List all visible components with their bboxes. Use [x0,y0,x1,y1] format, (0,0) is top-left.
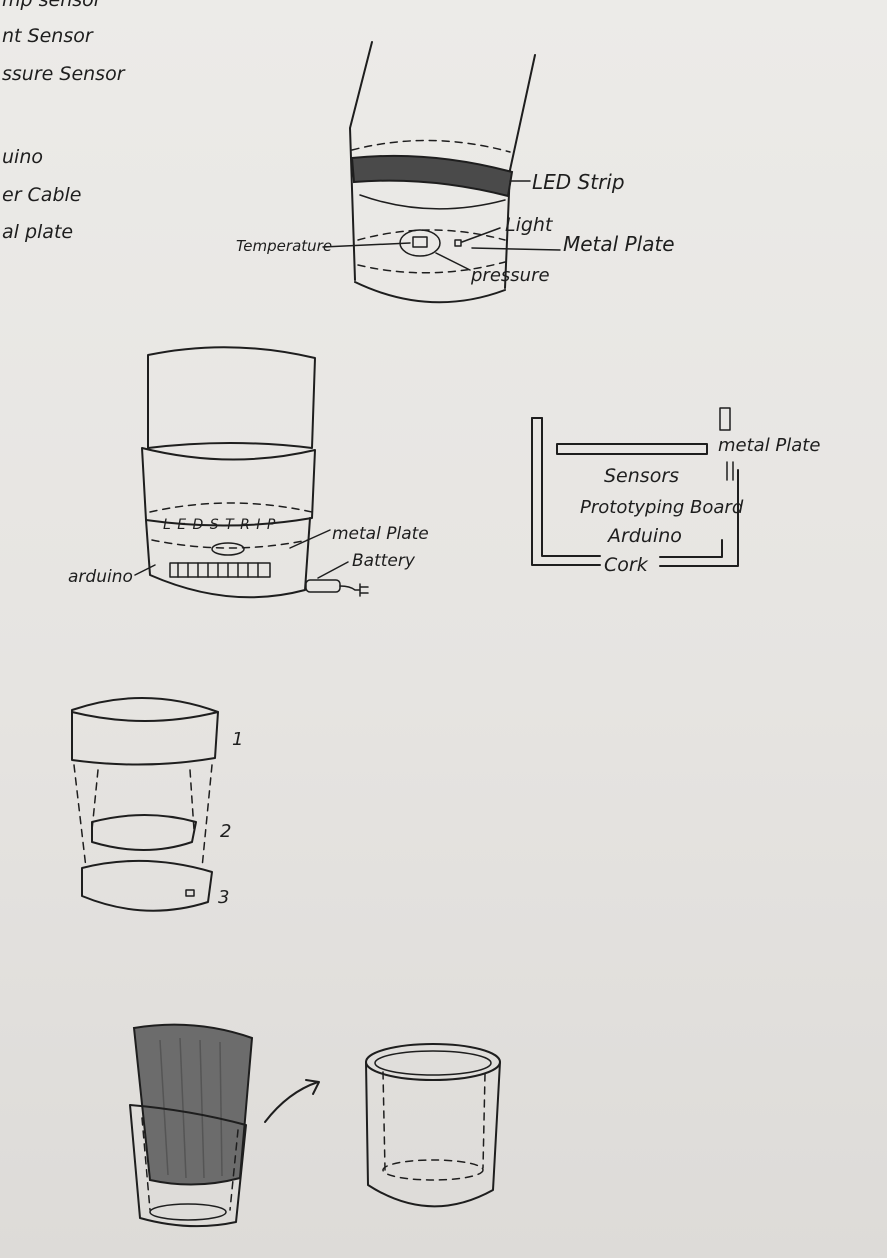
battery-icon [305,579,341,593]
cup-inner-curve [359,194,506,210]
sleeve-metal-leader [289,529,331,549]
part-3-base [81,859,213,912]
margin-item-1: mp sensor [2,0,103,11]
label-prototyping-board: Prototyping Board [580,497,744,518]
label-led-strip: LED Strip [532,170,625,194]
metal-plate-marks [726,461,734,481]
cup-left-wall [349,41,373,281]
cork-outer-right [659,469,739,567]
cross-section-sketch: metal Plate Sensors Prototyping Board Ar… [531,407,820,576]
temperature-leader [322,242,411,248]
metal-plate-leader [471,247,561,251]
label-pressure: pressure [470,265,550,286]
label-battery: Battery [352,551,416,571]
shading-strokes [159,1037,223,1179]
margin-item-4: uino [2,146,43,168]
guide-right [201,764,213,869]
arduino-board [169,562,271,578]
sleeve-inner-base [382,1159,484,1181]
sleeve-body [365,1061,501,1208]
glass-sleeve [129,1104,247,1228]
margin-item-3: ssure Sensor [2,63,126,85]
part-number-3: 3 [218,887,229,908]
guide-left [73,764,87,869]
label-sensors: Sensors [604,465,679,487]
exploded-view-sketch: 1 2 3 [71,697,243,912]
cork-outer-left [531,417,601,566]
sleeve-body-dashed [382,1071,486,1171]
part-1-top [71,697,219,766]
guide-inner [91,769,195,831]
part-number-2: 2 [220,821,231,842]
part-1-rim [71,711,219,722]
part-number-1: 1 [232,729,243,750]
label-cs-arduino: Arduino [606,525,682,547]
cup-sensor-sketch: LED Strip Light Metal Plate Temperature … [236,41,675,304]
sleeve-base [145,517,311,599]
label-temperature: Temperature [236,237,332,255]
arrow-line [264,1081,319,1123]
cup-into-sleeve-sketch [129,1023,501,1228]
shaded-cup [132,1023,254,1186]
base-dashed-bottom [357,261,506,274]
label-metal-plate: Metal Plate [563,232,675,256]
arduino-pins [177,562,259,578]
label-light: Light [505,214,554,236]
battery-leader [317,561,349,579]
glass-sleeve-dashed [141,1117,239,1211]
label-cs-metal-plate: metal Plate [718,435,820,456]
cup-bottom-curve [354,281,506,304]
cork-inner-right [659,539,723,558]
cable-line [339,585,361,591]
light-leader [461,227,501,243]
part-3-port [185,889,195,897]
pressure-leader [435,252,471,271]
label-sleeve-led-strip: L E D S T R I P [163,517,276,533]
glass-sleeve-base [149,1203,227,1221]
margin-item-6: al plate [2,221,73,243]
arrow-head [305,1079,320,1095]
sleeve-band [141,447,316,527]
led-strip-band [350,154,514,198]
metal-plate-bar [556,443,708,455]
sleeve-dashed-1 [149,502,313,513]
margin-item-2: nt Sensor [2,25,94,47]
base-dashed-top [357,229,506,241]
margin-list: mp sensor nt Sensor ssure Sensor uino er… [2,0,126,243]
cork-right-cap [719,407,731,431]
sleeve-sketch: L E D S T R I P metal Plate Battery ardu… [68,346,429,599]
sleeve-pressure-sensor [211,542,245,556]
cork-inner-left [541,417,601,557]
cup-top-section [147,346,316,449]
margin-item-5: er Cable [2,184,81,206]
sleeve-rim-inner [374,1050,492,1076]
label-sleeve-metal-plate: metal Plate [332,524,429,544]
label-sleeve-arduino: arduino [68,567,133,587]
cup-rim-dashed [351,139,511,153]
arduino-leader [134,564,156,576]
label-cork: Cork [604,554,649,576]
temperature-sensor [412,236,428,248]
light-sensor [454,239,462,247]
part-2-disc [91,814,197,851]
plug-icon [359,583,369,597]
sleeve-dashed-2 [151,539,309,549]
